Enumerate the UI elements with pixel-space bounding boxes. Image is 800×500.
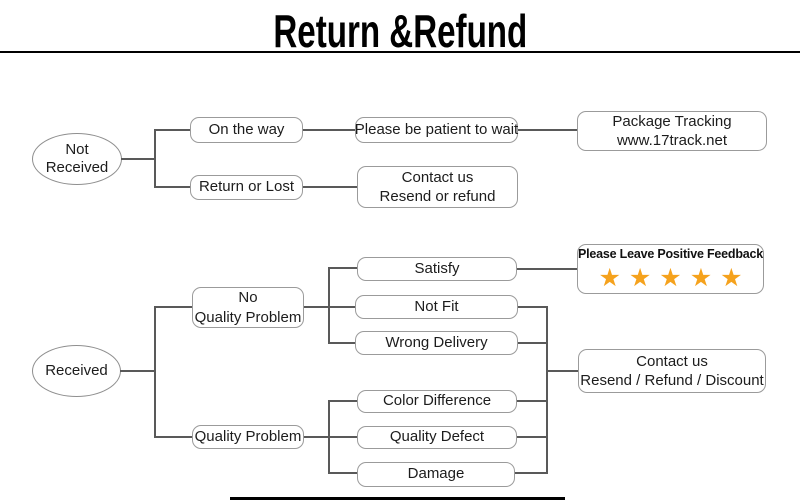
- page-title: Return &Refund: [273, 4, 527, 57]
- node-package-tracking-label-line2: www.17track.net: [616, 132, 728, 149]
- connector: [328, 267, 357, 269]
- node-contact-resend-refund-discount: Contact us Resend / Refund / Discount: [578, 349, 766, 393]
- node-no-quality-problem-line2: Quality Problem: [194, 308, 302, 326]
- node-be-patient-label: Please be patient to wait: [354, 120, 519, 138]
- node-contact-discount-line1: Contact us: [636, 352, 708, 370]
- connector: [120, 370, 155, 372]
- node-positive-feedback-label: Please Leave Positive Feedback: [577, 247, 764, 262]
- node-color-difference: Color Difference: [357, 390, 517, 413]
- connector: [546, 370, 578, 372]
- node-on-the-way-label: On the way: [208, 120, 285, 138]
- node-no-quality-problem-line1: No: [238, 289, 258, 307]
- connector: [154, 186, 191, 188]
- node-package-tracking-label-line1: Package Tracking: [612, 112, 732, 130]
- connector: [328, 342, 355, 344]
- node-positive-feedback: Please Leave Positive Feedback ★★★★★: [577, 244, 764, 294]
- node-quality-problem-label: Quality Problem: [194, 427, 302, 445]
- node-wrong-delivery: Wrong Delivery: [355, 331, 518, 355]
- node-no-quality-problem: No Quality Problem: [192, 287, 304, 328]
- connector: [304, 306, 357, 308]
- connector: [328, 400, 357, 402]
- connector: [517, 400, 547, 402]
- node-received: Received: [32, 345, 121, 397]
- title-underline: [0, 51, 800, 53]
- node-not-fit-label: Not Fit: [414, 297, 459, 315]
- node-quality-problem: Quality Problem: [192, 425, 304, 449]
- node-on-the-way: On the way: [190, 117, 303, 143]
- node-damage: Damage: [357, 462, 515, 487]
- connector: [154, 436, 192, 438]
- node-damage-label: Damage: [407, 465, 465, 483]
- node-return-or-lost-label: Return or Lost: [198, 178, 295, 196]
- node-contact-discount-line2: Resend / Refund / Discount: [580, 372, 764, 389]
- node-not-received-label-line1: Not: [65, 141, 89, 158]
- connector: [518, 129, 578, 131]
- connector: [518, 306, 547, 308]
- node-return-or-lost: Return or Lost: [190, 175, 303, 200]
- node-quality-defect: Quality Defect: [357, 426, 517, 449]
- node-be-patient: Please be patient to wait: [355, 117, 518, 143]
- node-contact-resend-refund: Contact us Resend or refund: [357, 166, 518, 208]
- node-quality-defect-label: Quality Defect: [389, 428, 485, 446]
- node-contact-resend-refund-line2: Resend or refund: [379, 188, 496, 205]
- connector: [303, 186, 358, 188]
- node-color-difference-label: Color Difference: [382, 392, 492, 410]
- node-received-label: Received: [45, 362, 108, 379]
- page-title-wrap: Return &Refund: [0, 2, 800, 57]
- connector: [328, 400, 330, 474]
- connector: [154, 129, 191, 131]
- connector: [154, 306, 156, 438]
- node-wrong-delivery-label: Wrong Delivery: [385, 333, 488, 351]
- connector: [304, 436, 357, 438]
- bottom-partial-bar: [230, 497, 565, 500]
- connector: [517, 436, 547, 438]
- node-not-received: Not Received: [32, 133, 122, 185]
- node-satisfy-label: Satisfy: [414, 259, 460, 277]
- node-not-received-label-line2: Received: [45, 159, 109, 176]
- connector: [517, 268, 577, 270]
- node-contact-resend-refund-line1: Contact us: [401, 168, 474, 186]
- connector: [154, 306, 192, 308]
- node-package-tracking: Package Tracking www.17track.net: [577, 111, 767, 151]
- node-satisfy: Satisfy: [357, 257, 517, 281]
- connector: [303, 129, 356, 131]
- star-rating-icon: ★★★★★: [598, 263, 751, 292]
- connector: [518, 342, 547, 344]
- connector: [328, 472, 357, 474]
- node-not-fit: Not Fit: [355, 295, 518, 319]
- connector: [515, 472, 547, 474]
- connector: [154, 129, 156, 188]
- connector: [121, 158, 155, 160]
- connector: [328, 267, 330, 344]
- connector: [546, 306, 548, 474]
